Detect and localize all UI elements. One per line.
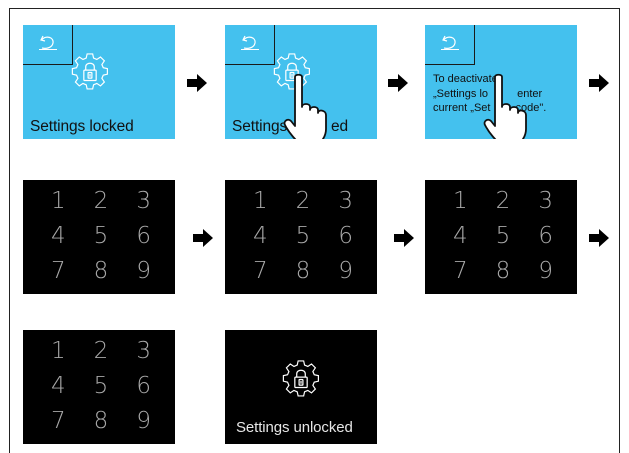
key-4[interactable]: 4 [51, 373, 66, 399]
back-button[interactable] [23, 25, 73, 65]
back-arrow-icon [39, 35, 57, 50]
key-8[interactable]: 8 [495, 258, 511, 284]
back-arrow-icon [241, 35, 259, 50]
keypad: 1 2 3 4 5 6 7 8 9 [37, 184, 165, 289]
key-2[interactable]: 2 [93, 338, 109, 364]
key-2[interactable]: 2 [295, 188, 311, 214]
key-5[interactable]: 5 [295, 223, 311, 249]
key-8[interactable]: 8 [295, 258, 311, 284]
gear-lock-icon [282, 360, 319, 397]
key-9[interactable]: 9 [338, 258, 353, 284]
key-6[interactable]: 6 [136, 223, 151, 249]
key-3[interactable]: 3 [338, 188, 353, 214]
key-2[interactable]: 2 [93, 188, 109, 214]
key-1[interactable]: 1 [51, 338, 66, 364]
key-5[interactable]: 5 [93, 373, 109, 399]
status-label: Settings unlocked [236, 419, 353, 436]
screen-keypad-1: 1 2 3 4 5 6 7 8 9 [23, 180, 175, 294]
back-button[interactable] [225, 25, 275, 65]
key-1[interactable]: 1 [453, 188, 468, 214]
status-label-right: ed [331, 118, 349, 135]
arrow-right-icon [589, 74, 609, 92]
screen-keypad-2: 1 2 3 4 5 6 7 8 9 [225, 180, 377, 294]
keypad: 1 2 3 4 5 6 7 8 9 [439, 184, 567, 289]
key-3[interactable]: 3 [136, 188, 151, 214]
key-6[interactable]: 6 [136, 373, 151, 399]
instruction-line-2: „Settings lo enter [433, 87, 543, 100]
key-1[interactable]: 1 [253, 188, 268, 214]
screen-keypad-4: 1 2 3 4 5 6 7 8 9 [23, 330, 175, 444]
back-button[interactable] [425, 25, 475, 65]
instruction-line-1: To deactivate [433, 73, 498, 85]
key-4[interactable]: 4 [51, 223, 66, 249]
keypad: 1 2 3 4 5 6 7 8 9 [37, 334, 165, 439]
status-label-left: Settings [232, 118, 288, 135]
key-8[interactable]: 8 [93, 258, 109, 284]
arrow-right-icon [388, 74, 408, 92]
key-5[interactable]: 5 [495, 223, 511, 249]
key-6[interactable]: 6 [338, 223, 353, 249]
keypad: 1 2 3 4 5 6 7 8 9 [239, 184, 367, 289]
arrow-right-icon [394, 229, 414, 247]
key-9[interactable]: 9 [136, 258, 151, 284]
key-7[interactable]: 7 [253, 258, 268, 284]
screen-tap-gear: Settings ed [225, 25, 377, 139]
key-7[interactable]: 7 [51, 408, 66, 434]
key-8[interactable]: 8 [93, 408, 109, 434]
key-4[interactable]: 4 [453, 223, 468, 249]
key-2[interactable]: 2 [495, 188, 511, 214]
gear-lock-icon [71, 53, 108, 90]
finger-pointer-icon [283, 73, 327, 139]
key-7[interactable]: 7 [453, 258, 468, 284]
key-9[interactable]: 9 [136, 408, 151, 434]
key-9[interactable]: 9 [538, 258, 553, 284]
instruction-frame [9, 8, 620, 453]
key-1[interactable]: 1 [51, 188, 66, 214]
arrow-right-icon [589, 229, 609, 247]
finger-pointer-icon [483, 73, 527, 139]
arrow-right-icon [193, 229, 213, 247]
arrow-right-icon [187, 74, 207, 92]
screen-keypad-3: 1 2 3 4 5 6 7 8 9 [425, 180, 577, 294]
key-3[interactable]: 3 [136, 338, 151, 364]
key-6[interactable]: 6 [538, 223, 553, 249]
back-arrow-icon [441, 35, 459, 50]
screen-settings-locked: Settings locked [23, 25, 175, 139]
status-label: Settings locked [30, 118, 134, 135]
screen-deactivate-instruction: To deactivate „Settings lo enter current… [425, 25, 577, 139]
screen-settings-unlocked: Settings unlocked [225, 330, 377, 444]
key-4[interactable]: 4 [253, 223, 268, 249]
key-3[interactable]: 3 [538, 188, 553, 214]
key-7[interactable]: 7 [51, 258, 66, 284]
key-5[interactable]: 5 [93, 223, 109, 249]
